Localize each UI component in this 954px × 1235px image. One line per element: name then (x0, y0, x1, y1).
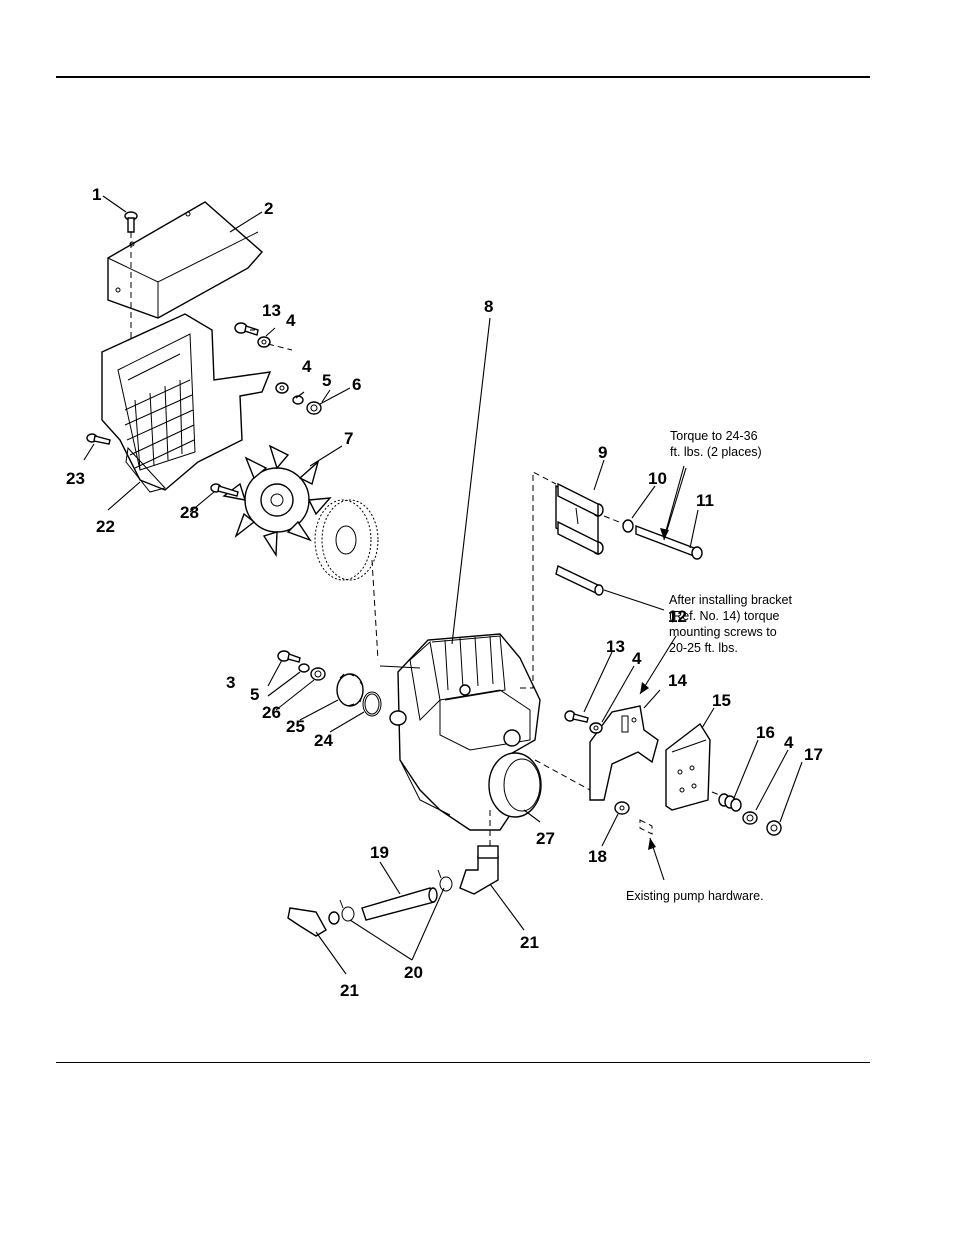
cooling-fan-part (224, 446, 330, 555)
spacer-tube-part (556, 566, 603, 595)
callout-4: 4 (632, 649, 642, 668)
bracket-torque-note: After installing bracket (Ref. No. 14) t… (669, 592, 792, 656)
bracket-note-line: 20-25 ft. lbs. (669, 640, 792, 656)
callout-13: 13 (606, 637, 625, 656)
screw-part (211, 484, 238, 496)
dashed-alignment-line (535, 760, 590, 790)
gear-hardware-part (278, 651, 381, 716)
screw-part (87, 434, 110, 444)
callout-4: 4 (302, 357, 312, 376)
dashed-alignment-line (372, 560, 378, 660)
leader-lines (84, 196, 802, 974)
callout-10: 10 (648, 469, 667, 488)
callout-27: 27 (536, 829, 555, 848)
callout-1: 1 (92, 185, 101, 204)
existing-hardware-text: Existing pump hardware. (626, 889, 764, 903)
mounting-plate-part (666, 724, 710, 810)
callout-5: 5 (322, 371, 331, 390)
dashed-alignment-line (604, 516, 624, 524)
torque-note-line: Torque to 24-36 (670, 428, 762, 444)
callout-8: 8 (484, 297, 493, 316)
callout-13: 13 (262, 301, 281, 320)
mounting-bracket-part (590, 706, 658, 800)
callout-4: 4 (286, 311, 296, 330)
callout-20: 20 (404, 963, 423, 982)
callout-4: 4 (784, 733, 794, 752)
torque-note-line: ft. lbs. (2 places) (670, 444, 762, 460)
callout-25: 25 (286, 717, 305, 736)
hardware-stack-part (276, 383, 321, 414)
existing-hardware-part (615, 802, 652, 834)
callout-9: 9 (598, 443, 607, 462)
callout-14: 14 (668, 671, 687, 690)
spring-hardware-part (719, 794, 781, 835)
callout-26: 26 (262, 703, 281, 722)
screw-part (565, 711, 602, 733)
callout-3: 3 (226, 673, 235, 692)
hydrostatic-pump-part (380, 634, 541, 830)
callout-2: 2 (264, 199, 273, 218)
callout-21: 21 (520, 933, 539, 952)
dashed-alignment-line (268, 344, 292, 350)
existing-hardware-note: Existing pump hardware. (626, 888, 764, 904)
bracket-note-line: (Ref. No. 14) torque (669, 608, 792, 624)
callout-15: 15 (712, 691, 731, 710)
callout-18: 18 (588, 847, 607, 866)
callout-22: 22 (96, 517, 115, 536)
callout-21: 21 (340, 981, 359, 1000)
blower-housing-part (102, 314, 270, 492)
elbow-fitting-part (288, 846, 498, 936)
callout-16: 16 (756, 723, 775, 742)
screw-part (235, 323, 270, 347)
dashed-alignment-line (520, 472, 556, 688)
bracket-note-line: mounting screws to (669, 624, 792, 640)
callout-6: 6 (352, 375, 361, 394)
callout-17: 17 (804, 745, 823, 764)
torque-note: Torque to 24-36 ft. lbs. (2 places) (670, 428, 762, 460)
callout-7: 7 (344, 429, 353, 448)
callout-24: 24 (314, 731, 333, 750)
callout-19: 19 (370, 843, 389, 862)
bracket-spacer-part (556, 484, 702, 559)
pulley-part (315, 500, 378, 580)
callout-11: 11 (696, 491, 714, 510)
callout-28: 28 (180, 503, 199, 522)
bracket-note-line: After installing bracket (669, 592, 792, 608)
screw-part (125, 212, 137, 232)
callout-5: 5 (250, 685, 259, 704)
callout-23: 23 (66, 469, 85, 488)
